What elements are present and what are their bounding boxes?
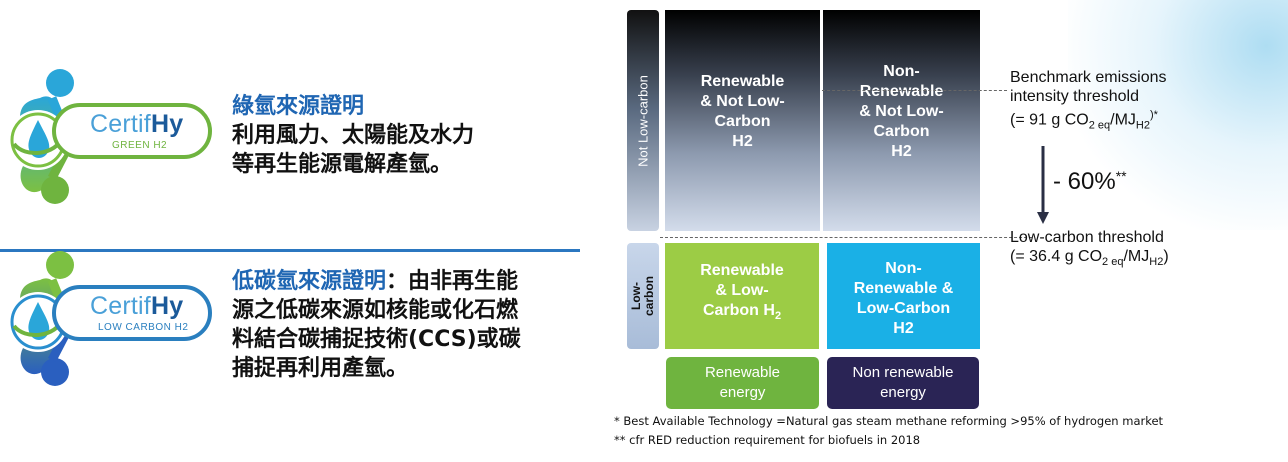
green-h2-title: 綠氫來源證明 [232, 94, 365, 119]
low-carbon-h2-line2: 源之低碳來源如核能或化石燃 [232, 298, 519, 323]
benchmark-threshold-line [822, 90, 1007, 91]
row-label-not-low-carbon: Not Low-carbon [627, 10, 659, 231]
cell-non-renewable-low-carbon: Non- Renewable & Low-Carbon H2 [827, 243, 980, 349]
benchmark-annotation: Benchmark emissions intensity threshold … [1010, 69, 1167, 132]
low-carbon-h2-title: 低碳氫來源證明 [232, 269, 387, 294]
footnote-2: ** cfr RED reduction requirement for bio… [614, 433, 921, 447]
not-low-carbon-grid: Renewable & Not Low- Carbon H2 Non- Rene… [665, 10, 980, 231]
row-label-low-carbon: Low-carbon [627, 243, 659, 349]
low-carbon-h2-description: 低碳氫來源證明：由非再生能 源之低碳來源如核能或化石燃 料結合碳捕捉技術(CCS… [232, 267, 521, 383]
molecule-logo-icon [8, 251, 74, 386]
section-divider [0, 249, 580, 252]
cell-non-renewable-not-low-carbon: Non- Renewable & Not Low- Carbon H2 [859, 63, 944, 160]
logo-sub-text: LOW CARBON H2 [98, 322, 189, 333]
green-h2-line1: 利用風力、太陽能及水力 [232, 123, 475, 148]
logo-brand-text: CertifHy [90, 292, 184, 320]
logo-brand-text: CertifHy [90, 110, 184, 138]
green-h2-description: 綠氫來源證明 利用風力、太陽能及水力 等再生能源電解產氫。 [232, 92, 474, 179]
certifhy-low-carbon-logo: CertifHy LOW CARBON H2 [0, 240, 220, 390]
low-carbon-h2-line3: 料結合碳捕捉技術(CCS)或碳 [232, 327, 521, 352]
logo-sub-text: GREEN H2 [112, 140, 168, 151]
low-carbon-threshold-line [660, 237, 1032, 238]
background-glow [1068, 0, 1288, 230]
footnote-1: * Best Available Technology =Natural gas… [614, 414, 1164, 428]
grid-separator [820, 10, 823, 231]
renewable-energy-label: Renewable energy [666, 357, 819, 409]
green-h2-line2: 等再生能源電解產氫。 [232, 152, 453, 177]
certifhy-green-logo: CertifHy GREEN H2 [0, 58, 220, 208]
reduction-percentage: - 60%** [1053, 168, 1127, 195]
logo-pill [52, 103, 212, 159]
cell-renewable-low-carbon: Renewable & Low- Carbon H2 [665, 243, 819, 349]
down-arrow-icon [1037, 146, 1049, 224]
low-carbon-h2-line4: 捕捉再利用產氫。 [232, 356, 409, 381]
cell-renewable-not-low-carbon: Renewable & Not Low- Carbon H2 [700, 73, 785, 150]
logo-pill [52, 285, 212, 341]
low-carbon-h2-line1: 低碳氫來源證明：由非再生能 [232, 269, 519, 294]
non-renewable-energy-label: Non renewable energy [827, 357, 979, 409]
low-carbon-annotation: Low-carbon threshold (= 36.4 g CO2 eq/MJ… [1010, 229, 1169, 269]
